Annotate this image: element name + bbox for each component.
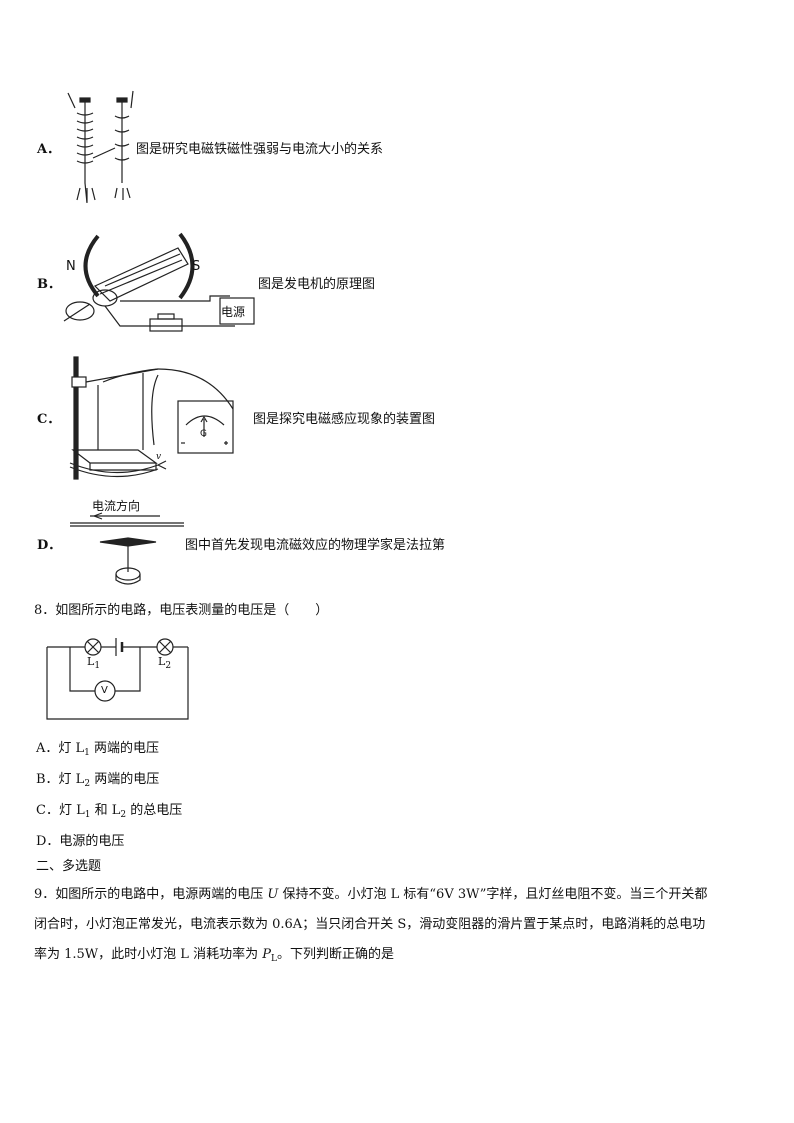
option-b-text: 图是发电机的原理图	[258, 277, 376, 292]
section-heading: 二、多选题	[36, 859, 102, 874]
voltmeter-v-label: V	[101, 685, 108, 696]
motor-principle-figure	[63, 232, 255, 332]
induction-apparatus-figure	[69, 356, 234, 480]
option-a-text: 图是研究电磁铁磁性强弱与电流大小的关系	[136, 142, 384, 157]
electromagnet-figure	[67, 90, 134, 204]
q8-option-b: B．灯 L2 两端的电压	[36, 772, 160, 789]
velocity-v-label: v	[156, 452, 162, 462]
option-b-letter: B．	[37, 277, 61, 292]
lamp-l2-label: L2	[158, 655, 172, 671]
oersted-experiment-figure	[70, 512, 184, 585]
option-d-text: 图中首先发现电流磁效应的物理学家是法拉第	[185, 538, 446, 553]
q8-option-a: A．灯 L1 两端的电压	[36, 741, 160, 758]
current-direction-label: 电流方向	[92, 499, 141, 513]
option-c-letter: C．	[37, 412, 61, 427]
q8-circuit-diagram	[46, 638, 189, 720]
q8-option-c: C．灯 L1 和 L2 的总电压	[36, 803, 183, 820]
q8-stem: 8．如图所示的电路，电压表测量的电压是（ ）	[34, 603, 329, 618]
option-d-letter: D．	[37, 538, 62, 553]
magnet-n-label: N	[66, 259, 76, 274]
q9-line-2: 闭合时，小灯泡正常发光，电流表示数为 0.6A；当只闭合开关 S，滑动变阻器的滑…	[34, 917, 706, 932]
lamp-l1-label: L1	[87, 655, 101, 671]
option-a-letter: A．	[37, 142, 61, 157]
q8-option-d: D．电源的电压	[36, 834, 125, 849]
q9-line-1: 9．如图所示的电路中，电源两端的电压 U 保持不变。小灯泡 L 标有“6V 3W…	[34, 887, 708, 902]
option-c-text: 图是探究电磁感应现象的装置图	[253, 412, 436, 427]
q9-line-3: 率为 1.5W，此时小灯泡 L 消耗功率为 PL。下列判断正确的是	[34, 947, 394, 964]
power-source-label: 电源	[221, 305, 246, 319]
galvanometer-g-label: G	[200, 429, 207, 439]
magnet-s-label: S	[192, 259, 201, 274]
